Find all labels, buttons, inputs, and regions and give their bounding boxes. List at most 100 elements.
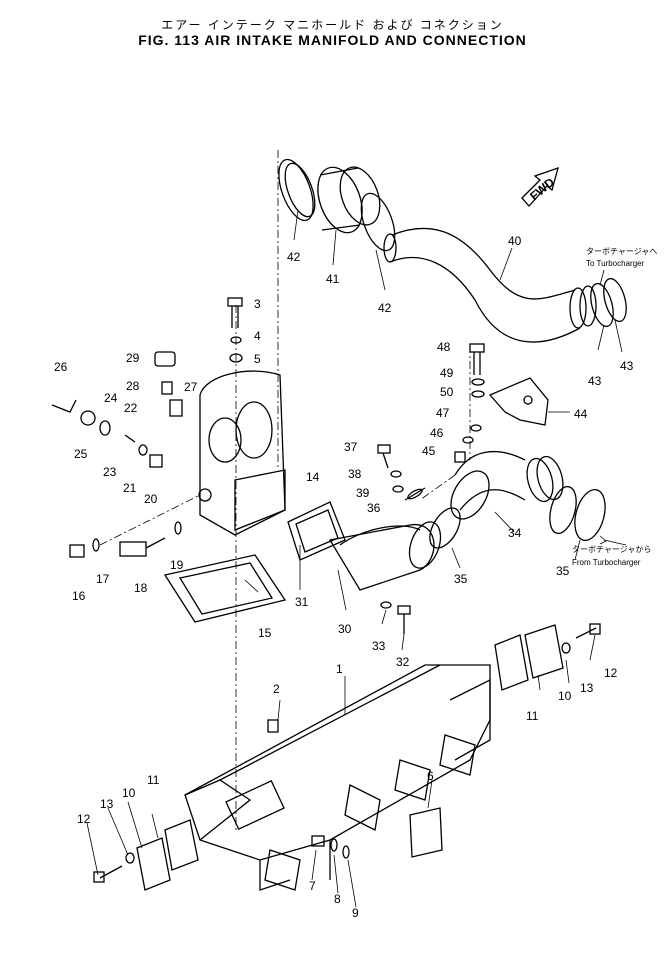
washer-19 bbox=[174, 521, 182, 535]
connector-pipe-30 bbox=[328, 521, 442, 591]
hose-clamp-42-lower bbox=[360, 192, 396, 252]
callout-36: 36 bbox=[367, 501, 381, 515]
gasket-11-right bbox=[494, 634, 529, 691]
from-turbo-note-jp: ターボチャージャから bbox=[572, 545, 651, 554]
callout-32: 32 bbox=[396, 655, 410, 669]
washer-9 bbox=[342, 845, 350, 859]
callout-26: 26 bbox=[54, 360, 68, 374]
callout-40: 40 bbox=[508, 234, 522, 248]
callout-23: 23 bbox=[103, 465, 117, 479]
callout-12-right: 12 bbox=[604, 666, 618, 680]
callout-49: 49 bbox=[440, 366, 454, 380]
washer-39 bbox=[392, 485, 404, 493]
callout-8: 8 bbox=[334, 892, 341, 906]
callout-44: 44 bbox=[574, 407, 588, 421]
figure-title: FIG. 113 AIR INTAKE MANIFOLD AND CONNECT… bbox=[138, 32, 527, 48]
washer-49 bbox=[471, 378, 485, 386]
figure-title-japanese: エアー インテーク マニホールド および コネクション bbox=[161, 18, 504, 32]
fwd-arrow-icon bbox=[521, 166, 559, 207]
air-intake-manifold-1 bbox=[184, 664, 491, 891]
callout-17: 17 bbox=[96, 572, 110, 586]
washer-13-right bbox=[561, 642, 571, 654]
cover-10-right bbox=[524, 624, 564, 679]
callout-42-left: 42 bbox=[287, 250, 301, 264]
washer-8 bbox=[330, 838, 338, 852]
callout-38: 38 bbox=[348, 467, 362, 481]
callout-35-right: 35 bbox=[556, 564, 570, 578]
washer-24 bbox=[99, 420, 111, 436]
washer-38 bbox=[390, 470, 402, 478]
cover-10-left bbox=[136, 837, 171, 891]
callout-27: 27 bbox=[184, 380, 198, 394]
callout-14: 14 bbox=[306, 470, 320, 484]
callout-2: 2 bbox=[273, 682, 280, 696]
callout-9: 9 bbox=[352, 906, 359, 920]
bracket-44 bbox=[488, 377, 549, 426]
plug-2 bbox=[267, 719, 279, 733]
washer-50 bbox=[471, 390, 485, 398]
o-ring-35-right bbox=[549, 485, 606, 542]
to-turbo-note-en: To Turbocharger bbox=[586, 259, 645, 268]
washer-33 bbox=[380, 601, 392, 609]
washer-46 bbox=[462, 436, 474, 444]
washer-47 bbox=[470, 424, 482, 432]
callout-35-left: 35 bbox=[454, 572, 468, 586]
callout-34: 34 bbox=[508, 526, 522, 540]
callout-31: 31 bbox=[295, 595, 309, 609]
callout-11-right: 11 bbox=[526, 709, 539, 723]
elbow-34 bbox=[450, 450, 564, 520]
alignment-lines bbox=[99, 150, 471, 830]
callout-43-right: 43 bbox=[620, 359, 634, 373]
callout-10-right: 10 bbox=[558, 689, 572, 703]
callout-12-left: 12 bbox=[77, 812, 91, 826]
washer-21 bbox=[138, 444, 148, 456]
callout-39: 39 bbox=[356, 486, 370, 500]
callout-5: 5 bbox=[254, 352, 261, 366]
fwd-label: FWD bbox=[527, 175, 557, 204]
callout-18: 18 bbox=[134, 581, 148, 595]
callout-20: 20 bbox=[144, 492, 158, 506]
callout-3: 3 bbox=[254, 297, 261, 311]
cap-29 bbox=[154, 351, 176, 367]
callout-43-left: 43 bbox=[588, 374, 602, 388]
plate-6 bbox=[409, 807, 443, 858]
connector-25 bbox=[80, 410, 96, 426]
hose-40 bbox=[383, 227, 597, 343]
callout-22: 22 bbox=[124, 401, 138, 415]
callout-15: 15 bbox=[258, 626, 272, 640]
callout-47: 47 bbox=[436, 406, 450, 420]
callout-46: 46 bbox=[430, 426, 444, 440]
callout-30: 30 bbox=[338, 622, 352, 636]
turbo-notes: ターボチャージャへ To Turbocharger ターボチャージャから Fro… bbox=[572, 247, 657, 567]
washer-13-left bbox=[125, 852, 135, 864]
callout-13-right: 13 bbox=[580, 681, 594, 695]
washer-17 bbox=[92, 538, 100, 552]
callout-37: 37 bbox=[344, 440, 358, 454]
bolt-45 bbox=[454, 451, 466, 463]
callout-7: 7 bbox=[309, 879, 316, 893]
callout-10-left: 10 bbox=[122, 786, 136, 800]
callout-1: 1 bbox=[336, 662, 343, 676]
plug-16 bbox=[69, 544, 85, 558]
callout-29: 29 bbox=[126, 351, 140, 365]
o-ring-35-left bbox=[429, 507, 461, 549]
bolt-12-left bbox=[93, 865, 123, 883]
gasket-15 bbox=[163, 554, 287, 623]
bolt-48 bbox=[469, 343, 485, 375]
callout-48: 48 bbox=[437, 340, 451, 354]
leader-lines bbox=[86, 209, 623, 908]
plug-20 bbox=[149, 454, 163, 468]
callout-24: 24 bbox=[104, 391, 118, 405]
elbow-housing-14 bbox=[198, 370, 286, 536]
clamp-rings-43 bbox=[590, 277, 627, 328]
bolt-32 bbox=[397, 605, 411, 634]
bolt-12-right bbox=[575, 623, 601, 639]
callout-4: 4 bbox=[254, 329, 261, 343]
callout-11-left: 11 bbox=[147, 773, 160, 787]
plug-22 bbox=[124, 434, 136, 443]
sensor-18 bbox=[119, 537, 166, 557]
callout-42-right: 42 bbox=[378, 301, 392, 315]
callout-19: 19 bbox=[170, 558, 184, 572]
to-turbo-note-jp: ターボチャージャへ bbox=[586, 247, 657, 256]
